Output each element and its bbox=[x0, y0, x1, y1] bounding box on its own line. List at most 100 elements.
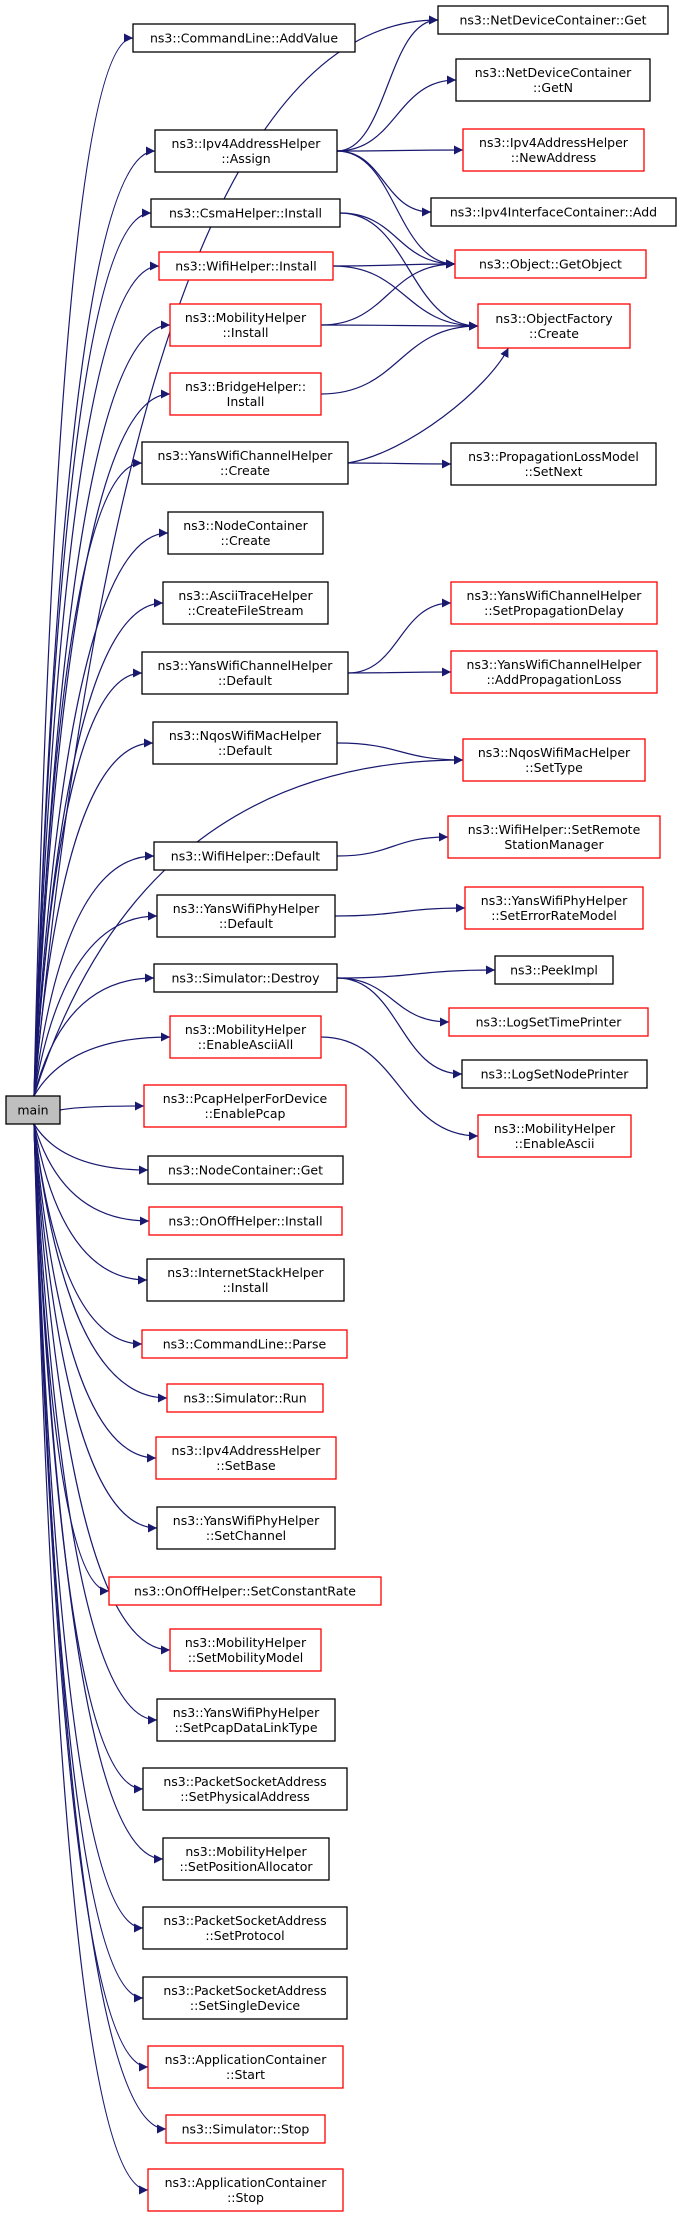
node-label: ::SetSingleDevice bbox=[190, 1998, 300, 2013]
node-cl_addvalue[interactable]: ns3::CommandLine::AddValue bbox=[132, 23, 356, 53]
node-box bbox=[430, 197, 677, 227]
node-nc_get[interactable]: ns3::NodeContainer::Get bbox=[147, 1155, 344, 1185]
node-ywch_default[interactable]: ns3::YansWifiChannelHelper::Default bbox=[141, 651, 349, 695]
node-ywch_setpropdelay[interactable]: ns3::YansWifiChannelHelper::SetPropagati… bbox=[450, 581, 658, 625]
node-label: ::SetPositionAllocator bbox=[180, 1859, 314, 1874]
node-box bbox=[450, 650, 658, 694]
node-label: ns3::LogSetTimePrinter bbox=[476, 1015, 623, 1030]
node-ac_start[interactable]: ns3::ApplicationContainer::Start bbox=[147, 2045, 344, 2089]
node-label: ns3::BridgeHelper:: bbox=[185, 379, 306, 394]
node-mob_install[interactable]: ns3::MobilityHelper::Install bbox=[169, 303, 322, 347]
edge-main-to-mob_enableasciiall bbox=[33, 1032, 171, 1097]
edge-ywph_default-to-ywph_serm bbox=[334, 903, 466, 917]
node-nqos_settype[interactable]: ns3::NqosWifiMacHelper::SetType bbox=[462, 738, 646, 782]
node-label: ns3::Simulator::Destroy bbox=[172, 971, 321, 986]
node-box bbox=[158, 251, 334, 281]
edge-main-to-ish_install bbox=[33, 1123, 148, 1285]
node-onoff_install[interactable]: ns3::OnOffHelper::Install bbox=[148, 1206, 343, 1236]
node-label: ::AddPropagationLoss bbox=[486, 672, 621, 687]
node-mob_setpa[interactable]: ns3::MobilityHelper::SetPositionAllocato… bbox=[162, 1837, 330, 1881]
node-ish_install[interactable]: ns3::InternetStackHelper::Install bbox=[146, 1258, 345, 1302]
node-mob_setmm[interactable]: ns3::MobilityHelper::SetMobilityModel bbox=[169, 1628, 322, 1672]
node-nqos_default[interactable]: ns3::NqosWifiMacHelper::Default bbox=[152, 721, 338, 765]
node-box bbox=[108, 1576, 382, 1606]
node-label: ns3::LogSetNodePrinter bbox=[481, 1067, 630, 1082]
node-wifi_default[interactable]: ns3::WifiHelper::Default bbox=[153, 841, 338, 871]
node-label: ns3::NetDeviceContainer::Get bbox=[459, 13, 646, 28]
node-mob_enableasciiall[interactable]: ns3::MobilityHelper::EnableAsciiAll bbox=[169, 1015, 322, 1059]
node-box bbox=[143, 1084, 347, 1128]
node-label: ns3::OnOffHelper::Install bbox=[168, 1214, 322, 1229]
node-label: ns3::NetDeviceContainer bbox=[475, 65, 632, 80]
node-ndc_getn[interactable]: ns3::NetDeviceContainer::GetN bbox=[455, 58, 651, 102]
edge-main-to-pcap_enablepcap bbox=[59, 1101, 145, 1111]
node-peekimpl[interactable]: ns3::PeekImpl bbox=[494, 955, 614, 985]
edge-main-to-ywch_default bbox=[33, 668, 143, 1097]
node-ipv4_newaddr[interactable]: ns3::Ipv4AddressHelper::NewAddress bbox=[462, 128, 645, 172]
node-psa_setphys[interactable]: ns3::PacketSocketAddress::SetPhysicalAdd… bbox=[142, 1767, 348, 1811]
node-box bbox=[150, 198, 341, 228]
node-wifi_install[interactable]: ns3::WifiHelper::Install bbox=[158, 251, 334, 281]
node-ywph_serm[interactable]: ns3::YansWifiPhyHelper::SetErrorRateMode… bbox=[464, 886, 644, 930]
node-label: ::EnableAsciiAll bbox=[198, 1037, 293, 1052]
edge-main-to-ac_stop bbox=[33, 1123, 149, 2195]
node-label: ::SetPropagationDelay bbox=[484, 603, 624, 618]
node-sim_destroy[interactable]: ns3::Simulator::Destroy bbox=[153, 963, 338, 993]
node-ywph_spdlt[interactable]: ns3::YansWifiPhyHelper::SetPcapDataLinkT… bbox=[156, 1698, 336, 1742]
node-label: ::GetN bbox=[533, 80, 573, 95]
node-box bbox=[153, 963, 338, 993]
node-objf_create[interactable]: ns3::ObjectFactory::Create bbox=[477, 303, 631, 349]
node-ywph_default[interactable]: ns3::YansWifiPhyHelper::Default bbox=[156, 894, 336, 938]
node-psa_setsd[interactable]: ns3::PacketSocketAddress::SetSingleDevic… bbox=[142, 1976, 348, 2020]
node-main[interactable]: main bbox=[5, 1095, 61, 1125]
node-bridge_install[interactable]: ns3::BridgeHelper::Install bbox=[169, 372, 322, 416]
node-box bbox=[169, 303, 322, 347]
node-cl_parse[interactable]: ns3::CommandLine::Parse bbox=[141, 1329, 348, 1359]
node-logsettime[interactable]: ns3::LogSetTimePrinter bbox=[448, 1007, 649, 1037]
node-label: ::EnableAscii bbox=[515, 1136, 595, 1151]
node-label: ::Default bbox=[218, 673, 272, 688]
node-logsetnode[interactable]: ns3::LogSetNodePrinter bbox=[461, 1059, 648, 1089]
node-sim_stop[interactable]: ns3::Simulator::Stop bbox=[165, 2114, 326, 2144]
edge-main-to-mob_setpa bbox=[33, 1123, 164, 1864]
node-box bbox=[464, 886, 644, 930]
node-ywch_addproploss[interactable]: ns3::YansWifiChannelHelper::AddPropagati… bbox=[450, 650, 658, 694]
node-box bbox=[494, 955, 614, 985]
node-sim_run[interactable]: ns3::Simulator::Run bbox=[166, 1383, 324, 1413]
node-label: ns3::NodeContainer::Get bbox=[168, 1163, 323, 1178]
node-box bbox=[169, 372, 322, 416]
node-box bbox=[147, 2168, 344, 2212]
edge-main-to-ywph_default bbox=[33, 911, 158, 1097]
node-label: ::SetType bbox=[525, 760, 583, 775]
node-psa_setproto[interactable]: ns3::PacketSocketAddress::SetProtocol bbox=[142, 1906, 348, 1950]
edge-nqos_default-to-nqos_settype bbox=[336, 742, 464, 765]
node-ath_cfs[interactable]: ns3::AsciiTraceHelper::CreateFileStream bbox=[162, 581, 329, 625]
node-plm_setnext[interactable]: ns3::PropagationLossModel::SetNext bbox=[450, 442, 657, 486]
node-box bbox=[148, 1206, 343, 1236]
node-label: Install bbox=[227, 394, 265, 409]
node-ac_stop[interactable]: ns3::ApplicationContainer::Stop bbox=[147, 2168, 344, 2212]
node-mob_enableascii[interactable]: ns3::MobilityHelper::EnableAscii bbox=[477, 1114, 632, 1158]
node-label: ns3::Object::GetObject bbox=[479, 257, 622, 272]
node-label: ::SetPcapDataLinkType bbox=[174, 1720, 317, 1735]
node-box bbox=[167, 511, 324, 555]
node-ipv4_setbase[interactable]: ns3::Ipv4AddressHelper::SetBase bbox=[155, 1436, 337, 1480]
node-ywch_create[interactable]: ns3::YansWifiChannelHelper::Create bbox=[141, 441, 349, 485]
node-obj_getobject[interactable]: ns3::Object::GetObject bbox=[454, 249, 647, 279]
node-ipv4ic_add[interactable]: ns3::Ipv4InterfaceContainer::Add bbox=[430, 197, 677, 227]
node-ipv4_assign[interactable]: ns3::Ipv4AddressHelper::Assign bbox=[154, 129, 338, 173]
node-label: StationManager bbox=[504, 837, 604, 852]
node-onoff_scr[interactable]: ns3::OnOffHelper::SetConstantRate bbox=[108, 1576, 382, 1606]
node-pcap_enablepcap[interactable]: ns3::PcapHelperForDevice::EnablePcap bbox=[143, 1084, 347, 1128]
node-ndc_get[interactable]: ns3::NetDeviceContainer::Get bbox=[437, 5, 669, 35]
node-label: ns3::MobilityHelper bbox=[185, 1635, 307, 1650]
node-label: ::SetErrorRateModel bbox=[491, 908, 617, 923]
node-box bbox=[154, 129, 338, 173]
node-ywph_setchannel[interactable]: ns3::YansWifiPhyHelper::SetChannel bbox=[156, 1506, 336, 1550]
node-csma_install[interactable]: ns3::CsmaHelper::Install bbox=[150, 198, 341, 228]
edge-main-to-sim_destroy bbox=[33, 973, 155, 1097]
edge-ipv4_assign-to-ipv4ic_add bbox=[336, 150, 432, 217]
node-label: ns3::PeekImpl bbox=[510, 963, 598, 978]
node-nc_create[interactable]: ns3::NodeContainer::Create bbox=[167, 511, 324, 555]
